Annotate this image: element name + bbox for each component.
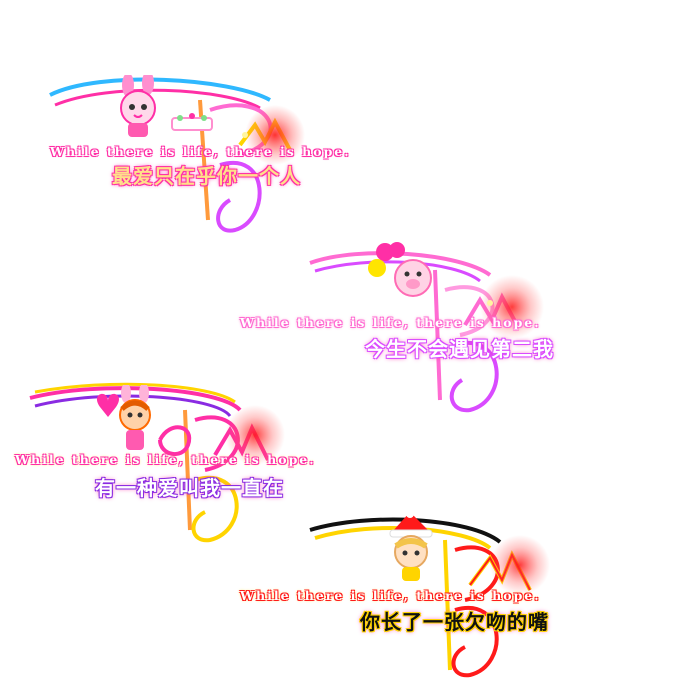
chinese-phrase: 你长了一张欠吻的嘴 xyxy=(360,610,549,634)
signature-block-2: While there is life, there is hope. 今生不会… xyxy=(240,235,680,420)
chinese-phrase: 今生不会遇见第二我 xyxy=(365,337,554,361)
bunny-girl-heart-icon xyxy=(90,383,160,460)
signature-block-3: While there is life, there is hope. 有一种爱… xyxy=(10,380,420,565)
english-quote: While there is life, there is hope. xyxy=(50,144,351,159)
pig-balloon-icon xyxy=(365,240,435,310)
english-quote: While there is life, there is hope. xyxy=(240,588,541,603)
english-quote: While there is life, there is hope. xyxy=(240,315,541,330)
signature-block-4: While there is life, there is hope. 你长了一… xyxy=(240,510,660,690)
rabbit-girl-icon xyxy=(110,71,170,140)
english-quote: While there is life, there is hope. xyxy=(15,452,316,467)
signature-block-1: While there is life, there is hope. 最爱只在… xyxy=(40,70,480,250)
cake-icon xyxy=(170,110,215,132)
calligraphy-pm-decoration xyxy=(309,517,550,678)
calligraphy-pm-decoration xyxy=(29,382,285,543)
calligraphy-pm-decoration xyxy=(309,251,544,413)
santa-hat-baby-icon xyxy=(380,510,440,585)
chinese-phrase: 最爱只在乎你一个人 xyxy=(112,164,301,188)
chinese-phrase: 有一种爱叫我一直在 xyxy=(95,476,284,500)
